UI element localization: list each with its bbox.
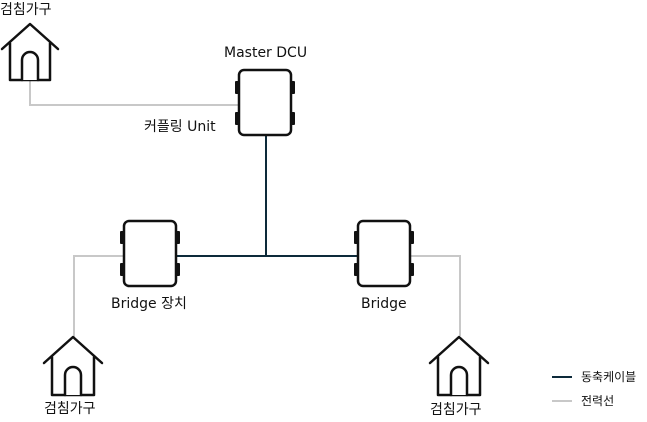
master-dcu-label: Master DCU xyxy=(224,45,308,61)
master-dcu-device-icon xyxy=(235,68,295,137)
household-label-bottom-left: 검침가구 xyxy=(44,401,96,417)
bridge-device-label: Bridge 장치 xyxy=(111,296,187,312)
household-label-bottom-right: 검침가구 xyxy=(430,402,482,418)
power-line-top xyxy=(29,80,238,106)
coax-cable-lines xyxy=(176,135,357,257)
house-icon xyxy=(42,335,104,397)
legend-item-coax-label: 동축케이블 xyxy=(581,370,637,384)
power-line-right xyxy=(410,255,461,336)
bridge-device-left-icon xyxy=(120,219,180,288)
bridge-device-right-icon xyxy=(354,219,414,288)
power-lines xyxy=(29,80,461,340)
house-icon xyxy=(428,335,490,397)
power-line-left xyxy=(73,255,124,340)
household-label-top: 검침가구 xyxy=(0,2,52,18)
legend-swatches xyxy=(552,376,572,402)
house-icon xyxy=(0,22,60,82)
bridge-label: Bridge xyxy=(361,296,407,312)
legend-item-power-label: 전력선 xyxy=(581,394,615,408)
coupling-unit-label: 커플링 Unit xyxy=(144,119,216,135)
